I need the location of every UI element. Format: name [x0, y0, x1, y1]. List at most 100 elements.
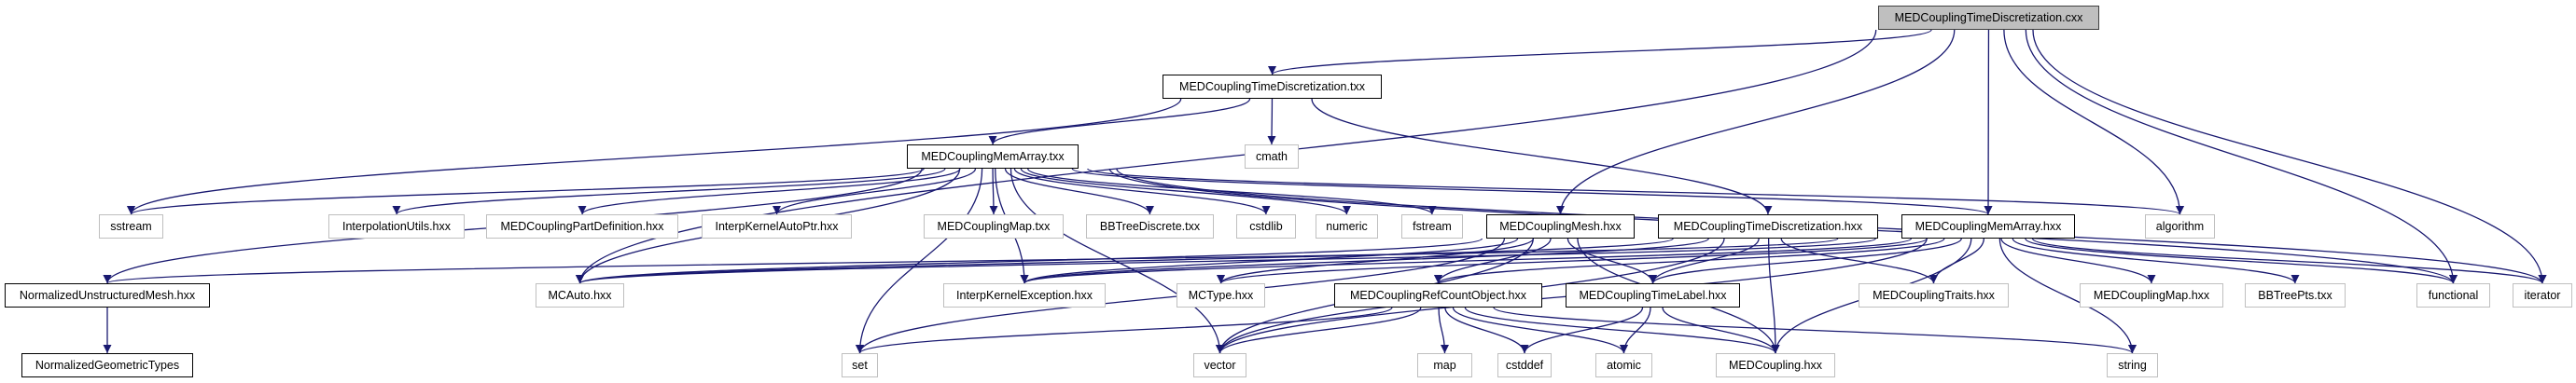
edge-refcount-to-cstddef — [1444, 307, 1529, 354]
node-label: MEDCouplingTimeDiscretization.txx — [1179, 80, 1365, 93]
edge-ma_hxx-to-refcount — [1434, 238, 1945, 284]
node-vector: vector — [1193, 353, 1246, 377]
node-ngt[interactable]: NormalizedGeometricTypes — [21, 353, 193, 377]
node-td_txx[interactable]: MEDCouplingTimeDiscretization.txx — [1163, 75, 1382, 99]
node-td_hxx[interactable]: MEDCouplingTimeDiscretization.hxx — [1658, 214, 1878, 239]
edge-refcount-to-string — [1493, 307, 2137, 354]
node-bbdisc: BBTreeDiscrete.txx — [1086, 214, 1214, 239]
edge-td_hxx-to-medcoupling — [1767, 238, 1780, 354]
node-label: numeric — [1326, 220, 1368, 233]
edge-ma_txx-to-algorithm — [1087, 168, 2184, 215]
edge-ma_hxx-to-map_hxx — [2000, 238, 2156, 284]
node-label: set — [852, 359, 868, 372]
node-label: MCAuto.hxx — [548, 289, 612, 302]
edge-td_txx-to-td_hxx — [1311, 98, 1773, 215]
node-label: NormalizedUnstructuredMesh.hxx — [19, 289, 196, 302]
node-label: MEDCouplingPartDefinition.hxx — [500, 220, 664, 233]
node-label: MEDCouplingTimeLabel.hxx — [1579, 289, 1727, 302]
node-label: MCType.hxx — [1188, 289, 1254, 302]
node-label: MEDCoupling.hxx — [1728, 359, 1823, 372]
node-mesh[interactable]: MEDCouplingMesh.hxx — [1486, 214, 1635, 239]
node-map: map — [1417, 353, 1472, 377]
edge-td_hxx-to-ikexc — [1020, 238, 1709, 284]
edge-mesh-to-ikexc — [1020, 238, 1519, 284]
node-label: BBTreeDiscrete.txx — [1099, 220, 1201, 233]
edge-timelabel-to-atomic — [1620, 307, 1651, 354]
node-string: string — [2107, 353, 2158, 377]
edge-cxx-to-algorithm — [2003, 29, 2184, 215]
node-label: InterpKernelException.hxx — [956, 289, 1093, 302]
node-numeric: numeric — [1316, 214, 1378, 239]
edge-ma_hxx-to-timelabel — [1649, 238, 1962, 284]
node-label: InterpolationUtils.hxx — [341, 220, 452, 233]
edge-mesh-to-refcount — [1434, 238, 1552, 284]
node-label: iterator — [2524, 289, 2561, 302]
edge-ma_hxx-to-bbpts — [2012, 238, 2300, 284]
edge-cxx-to-td_txx — [1268, 29, 1932, 75]
node-refcount[interactable]: MEDCouplingRefCountObject.hxx — [1334, 283, 1542, 308]
node-algorithm: algorithm — [2145, 214, 2215, 239]
edge-ma_hxx-to-iterator — [2031, 238, 2547, 284]
edge-ma_hxx-to-ikexc — [1020, 238, 1913, 284]
node-label: MEDCouplingTimeDiscretization.hxx — [1673, 220, 1863, 233]
node-label: atomic — [1607, 359, 1641, 372]
node-label: cstddef — [1505, 359, 1544, 372]
node-label: map — [1433, 359, 1456, 372]
edge-cxx-to-functional — [2025, 29, 2458, 284]
edge-ma_hxx-to-string — [1998, 238, 2137, 354]
edge-td_hxx-to-timelabel — [1649, 238, 1760, 284]
node-medcoupling: MEDCoupling.hxx — [1716, 353, 1835, 377]
edge-ma_txx-to-cstdlib — [1013, 168, 1271, 215]
node-label: algorithm — [2155, 220, 2205, 233]
node-label: MEDCouplingTimeDiscretization.cxx — [1894, 11, 2083, 24]
edge-ma_txx-to-partdef — [578, 168, 961, 215]
node-label: MEDCouplingMesh.hxx — [1499, 220, 1622, 233]
node-map_txx: MEDCouplingMap.txx — [924, 214, 1064, 239]
edge-refcount-to-atomic — [1452, 307, 1628, 354]
node-autoptr: InterpKernelAutoPtr.hxx — [702, 214, 852, 239]
node-set: set — [842, 353, 878, 377]
edge-ma_txx-to-ma_hxx — [1071, 168, 1993, 215]
edge-ma_hxx-to-functional — [2025, 238, 2458, 284]
edge-refcount-to-map — [1438, 307, 1449, 354]
node-ikexc: InterpKernelException.hxx — [943, 283, 1106, 308]
node-label: NormalizedGeometricTypes — [35, 359, 180, 372]
node-map_hxx: MEDCouplingMap.hxx — [2080, 283, 2223, 308]
edge-ma_txx-to-set — [856, 168, 983, 354]
node-atomic: atomic — [1595, 353, 1652, 377]
edge-td_txx-to-ma_txx — [988, 98, 1251, 145]
node-num[interactable]: NormalizedUnstructuredMesh.hxx — [5, 283, 210, 308]
edge-td_txx-to-sstream — [127, 98, 1182, 215]
edge-timelabel-to-cstddef — [1520, 307, 1644, 354]
edge-ma_txx-to-fstream — [1027, 168, 1437, 215]
edge-ma_hxx-to-mcauto — [576, 238, 1876, 284]
node-label: sstream — [110, 220, 152, 233]
node-ma_txx[interactable]: MEDCouplingMemArray.txx — [907, 144, 1079, 169]
node-label: MEDCouplingMap.txx — [937, 220, 1051, 233]
edge-refcount-to-set — [856, 307, 1393, 354]
edge-ma_hxx-to-num — [104, 238, 1839, 284]
edge-refcount-to-vector — [1216, 307, 1422, 354]
node-timelabel[interactable]: MEDCouplingTimeLabel.hxx — [1566, 283, 1740, 308]
node-ma_hxx[interactable]: MEDCouplingMemArray.hxx — [1901, 214, 2075, 239]
node-mctype: MCType.hxx — [1177, 283, 1265, 308]
node-label: MEDCouplingRefCountObject.hxx — [1350, 289, 1526, 302]
node-label: InterpKernelAutoPtr.hxx — [715, 220, 839, 233]
edge-td_hxx-to-mcauto — [576, 238, 1674, 284]
edge-cxx-to-mesh — [1556, 29, 1956, 215]
node-functional: functional — [2416, 283, 2490, 308]
node-label: fstream — [1413, 220, 1452, 233]
node-cstdlib: cstdlib — [1236, 214, 1296, 239]
node-label: MEDCouplingTraits.hxx — [1873, 289, 1995, 302]
edge-ma_txx-to-autoptr — [773, 168, 977, 215]
edge-ma_hxx-to-mctype — [1217, 238, 1928, 284]
node-cstddef: cstddef — [1497, 353, 1552, 377]
node-iterator: iterator — [2513, 283, 2572, 308]
edge-ma_txx-to-interputils — [392, 168, 946, 215]
node-label: MEDCouplingMemArray.txx — [921, 150, 1065, 163]
node-interputils: InterpolationUtils.hxx — [328, 214, 465, 239]
edge-ma_hxx-to-traits — [1929, 238, 1984, 284]
node-bbpts: BBTreePts.txx — [2245, 283, 2346, 308]
